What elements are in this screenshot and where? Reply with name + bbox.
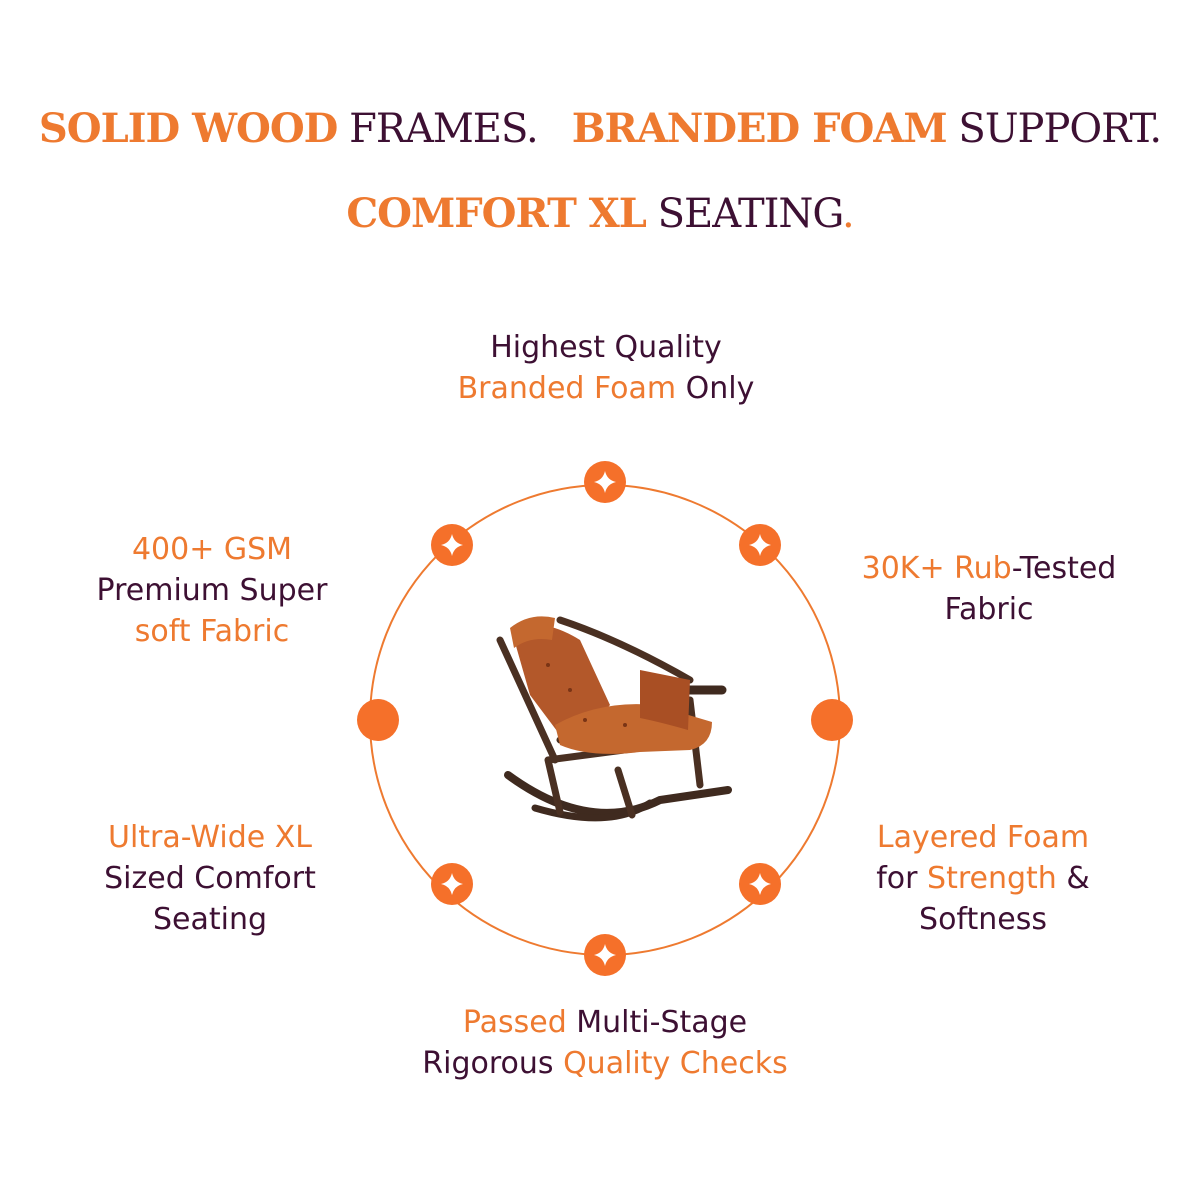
headline-support: SUPPORT. xyxy=(946,106,1162,152)
feature-bottom-line-2: Rigorous Quality Checks xyxy=(422,1046,788,1081)
rocking-chair-image xyxy=(496,616,732,822)
dot-marker xyxy=(357,699,399,741)
headline-solid-wood: SOLID WOOD xyxy=(38,105,338,152)
feature-right-top-line-2: Fabric xyxy=(944,592,1034,627)
feature-rub-tested: 30K+ Rub-Tested Fabric xyxy=(820,548,1158,630)
headline-branded-foam: BRANDED FOAM xyxy=(571,105,948,152)
feature-top-line-2: Branded Foam Only xyxy=(457,371,755,406)
feature-branded-foam: Highest Quality Branded Foam Only xyxy=(400,327,812,409)
headline-period: . xyxy=(841,191,855,237)
feature-xl-seating: Ultra-Wide XL Sized Comfort Seating xyxy=(40,817,380,940)
sparkle-icon xyxy=(584,934,626,976)
feature-left-top-line-3: soft Fabric xyxy=(134,614,290,649)
headline-line-1: SOLID WOOD FRAMES. BRANDED FOAM SUPPORT. xyxy=(0,105,1200,152)
feature-left-bottom-line-3: Seating xyxy=(152,902,268,937)
feature-right-top-line-1: 30K+ Rub-Tested xyxy=(861,551,1117,586)
sparkle-icon xyxy=(431,524,473,566)
feature-left-top-line-1: 400+ GSM xyxy=(131,532,293,567)
feature-left-top-line-2: Premium Super xyxy=(96,573,328,608)
feature-quality-checks: Passed Multi-Stage Rigorous Quality Chec… xyxy=(360,1002,850,1084)
headline-comfort-xl: COMFORT XL xyxy=(346,190,647,237)
feature-right-bottom-line-1: Layered Foam xyxy=(876,820,1090,855)
feature-top-line-1: Highest Quality xyxy=(490,330,722,365)
sparkle-icon xyxy=(584,461,626,503)
dot-marker xyxy=(811,699,853,741)
headline-frames: FRAMES. xyxy=(337,106,539,152)
sparkle-icon xyxy=(431,863,473,905)
feature-left-bottom-line-2: Sized Comfort xyxy=(104,861,316,896)
sparkle-icon xyxy=(739,524,781,566)
feature-gsm-fabric: 400+ GSM Premium Super soft Fabric xyxy=(40,529,384,652)
feature-layered-foam: Layered Foam for Strength & Softness xyxy=(826,817,1140,940)
feature-left-bottom-line-1: Ultra-Wide XL xyxy=(107,820,313,855)
headline-line-2: COMFORT XL SEATING. xyxy=(0,190,1200,237)
feature-right-bottom-line-3: Softness xyxy=(919,902,1047,937)
feature-bottom-line-1: Passed Multi-Stage xyxy=(462,1005,748,1040)
feature-right-bottom-line-2: for Strength & xyxy=(876,861,1090,896)
sparkle-icon xyxy=(739,863,781,905)
headline-seating: SEATING xyxy=(645,191,843,237)
